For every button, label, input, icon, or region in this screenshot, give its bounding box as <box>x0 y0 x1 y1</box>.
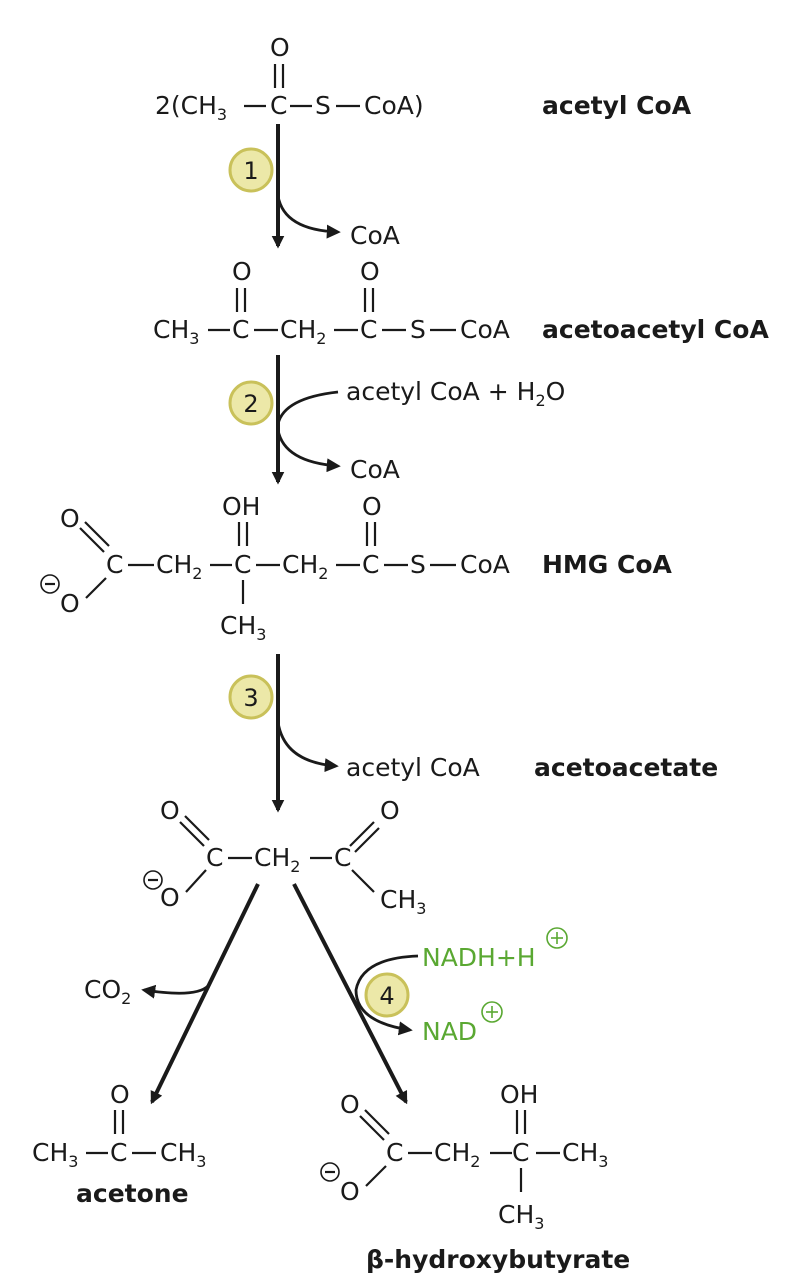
svg-text:C: C <box>232 315 249 344</box>
svg-text:C: C <box>334 843 351 872</box>
step1-coa-out: CoA <box>350 221 400 250</box>
hydroxybutyrate-structure: O C O CH2 OH C CH3 CH3 <box>320 1080 608 1233</box>
acetyl-coa-suffix: CoA) <box>364 91 424 120</box>
svg-text:OH: OH <box>500 1080 538 1109</box>
svg-text:C: C <box>362 550 379 579</box>
co2-side-arrow <box>141 984 209 999</box>
svg-text:C: C <box>234 550 251 579</box>
svg-text:CH3: CH3 <box>220 611 266 644</box>
nad-plus-charge <box>481 1001 503 1023</box>
step4-badge: 4 <box>364 972 410 1018</box>
acetoacetate-structure: O C O CH2 C O CH3 <box>143 796 426 918</box>
svg-text:4: 4 <box>379 982 394 1010</box>
svg-text:2: 2 <box>243 390 258 418</box>
svg-text:O: O <box>60 504 80 533</box>
svg-text:O: O <box>362 492 382 521</box>
svg-text:O: O <box>380 796 400 825</box>
svg-text:CoA: CoA <box>460 315 510 344</box>
nadh-label: NADH+H <box>422 943 536 972</box>
acetyl-prefix: 2(CH3 <box>155 91 227 124</box>
svg-text:O: O <box>360 257 380 286</box>
hydroxybutyrate-name: β-hydroxybutyrate <box>366 1245 630 1274</box>
svg-text:O: O <box>232 257 252 286</box>
step4-side-arrow <box>354 954 419 1036</box>
svg-text:C: C <box>110 1138 127 1167</box>
svg-text:CH3: CH3 <box>153 315 199 348</box>
acetone-structure: O CH3 C CH3 <box>32 1080 206 1171</box>
svg-text:C: C <box>386 1138 403 1167</box>
svg-text:CH3: CH3 <box>160 1138 206 1171</box>
step3-side-arrow <box>276 721 339 773</box>
hmg-coa-structure: O C O CH2 OH C CH3 CH2 O C S CoA <box>40 492 510 644</box>
step2-side-out <box>276 429 341 473</box>
acetoacetyl-coa-structure: O O CH3 C CH2 C S CoA <box>153 257 510 348</box>
step3-acetyl-coa-out: acetyl CoA <box>346 753 480 782</box>
acetoacetate-name: acetoacetate <box>534 753 718 782</box>
svg-text:C: C <box>360 315 377 344</box>
svg-text:CH2: CH2 <box>434 1138 480 1171</box>
acetyl-carbonyl-o: O <box>270 33 290 62</box>
step3-badge: 3 <box>228 674 274 720</box>
svg-text:CoA: CoA <box>460 550 510 579</box>
svg-text:O: O <box>60 589 80 618</box>
svg-text:CH3: CH3 <box>380 885 426 918</box>
nad-label: NAD <box>422 1017 477 1046</box>
svg-text:OH: OH <box>222 492 260 521</box>
svg-text:O: O <box>340 1177 360 1206</box>
step1-badge: 1 <box>228 147 274 193</box>
step2-coa-out: CoA <box>350 455 400 484</box>
svg-text:O: O <box>160 883 180 912</box>
step1-side-arrow <box>276 195 341 239</box>
step2-badge: 2 <box>228 380 274 426</box>
svg-text:O: O <box>110 1080 130 1109</box>
acetone-arrow <box>150 883 260 1105</box>
svg-text:S: S <box>410 315 426 344</box>
svg-text:C: C <box>512 1138 529 1167</box>
svg-text:1: 1 <box>243 157 258 185</box>
svg-text:S: S <box>410 550 426 579</box>
svg-text:CH2: CH2 <box>280 315 326 348</box>
svg-text:C: C <box>106 550 123 579</box>
svg-text:CH2: CH2 <box>156 550 202 583</box>
hmg-coa-name: HMG CoA <box>542 550 673 579</box>
svg-text:O: O <box>160 796 180 825</box>
svg-text:CH3: CH3 <box>498 1200 544 1233</box>
svg-text:CH2: CH2 <box>282 550 328 583</box>
nadh-plus-charge <box>546 927 568 949</box>
svg-text:C: C <box>206 843 223 872</box>
acetyl-carbon: C <box>270 91 287 120</box>
step2-reagent: acetyl CoA + H2O <box>346 377 565 410</box>
acetyl-sulfur: S <box>315 91 331 120</box>
co2-out: CO2 <box>84 975 131 1008</box>
svg-text:CH3: CH3 <box>32 1138 78 1171</box>
step2-side-in <box>276 390 339 425</box>
svg-text:CH3: CH3 <box>562 1138 608 1171</box>
acetyl-coa-name: acetyl CoA <box>542 91 692 120</box>
svg-text:O: O <box>340 1090 360 1119</box>
acetoacetyl-coa-name: acetoacetyl CoA <box>542 315 769 344</box>
acetone-name: acetone <box>76 1179 189 1208</box>
hydroxybutyrate-arrow <box>292 883 408 1105</box>
svg-text:CH2: CH2 <box>254 843 300 876</box>
svg-text:3: 3 <box>243 684 258 712</box>
acetyl-coa-structure: O 2(CH3 C S CoA) <box>155 33 424 124</box>
